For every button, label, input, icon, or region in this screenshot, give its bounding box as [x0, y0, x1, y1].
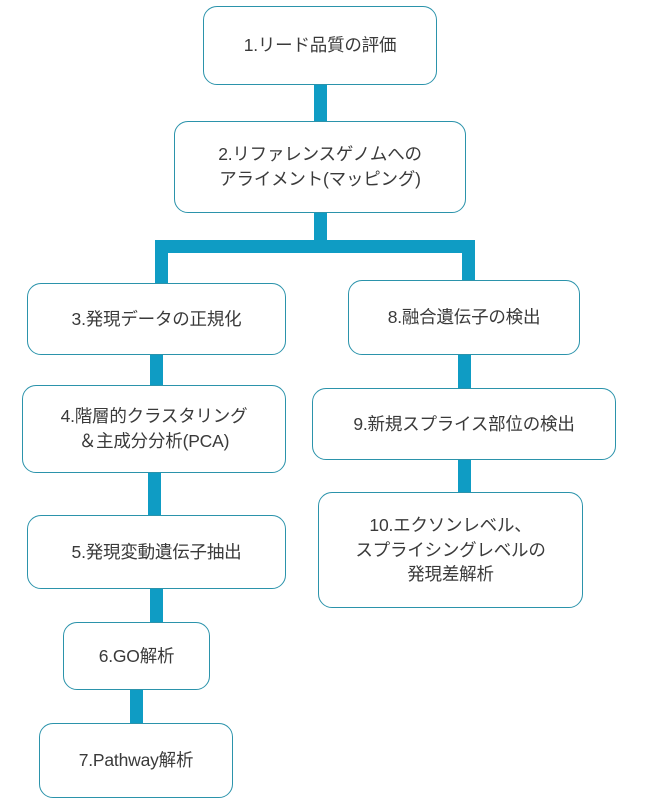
- flow-node-label: 3.発現データの正規化: [36, 307, 277, 332]
- flow-node-go-analysis[interactable]: 6.GO解析: [63, 622, 210, 690]
- flow-node-label-line: 8.融合遺伝子の検出: [387, 307, 541, 328]
- flow-node-label-line: アライメント(マッピング): [219, 169, 421, 189]
- flow-node-pathway-analysis[interactable]: 7.Pathway解析: [39, 723, 233, 798]
- flow-node-label: 9.新規スプライス部位の検出: [321, 412, 607, 437]
- flow-node-fusion-gene-detection[interactable]: 8.融合遺伝子の検出: [348, 280, 580, 355]
- connector-2-down-trunk: [314, 211, 327, 243]
- flow-node-label-line: 6.GO解析: [98, 645, 175, 666]
- connector-5-to-6: [150, 587, 163, 625]
- connector-4-to-5: [148, 471, 161, 518]
- flow-node-label: 8.融合遺伝子の検出: [357, 305, 571, 330]
- connector-branch-bar: [155, 240, 475, 253]
- flow-node-label: 10.エクソンレベル、スプライシングレベルの発現差解析: [327, 513, 574, 588]
- flow-node-label-line: 7.Pathway解析: [78, 750, 194, 771]
- connector-9-to-10: [458, 458, 471, 495]
- flow-node-label: 5.発現変動遺伝子抽出: [36, 540, 277, 565]
- flow-node-label: 2.リファレンスゲノムへのアライメント(マッピング): [183, 142, 457, 192]
- connector-8-to-9: [458, 353, 471, 391]
- flow-node-label-line: 3.発現データの正規化: [71, 308, 242, 329]
- flow-node-label: 4.階層的クラスタリング ＆主成分分析(PCA): [31, 404, 277, 454]
- connector-6-to-7: [130, 688, 143, 726]
- flow-node-label-line: 9.新規スプライス部位の検出: [353, 413, 575, 434]
- flow-node-read-quality-assessment[interactable]: 1.リード品質の評価: [203, 6, 437, 85]
- flow-node-reference-genome-alignment[interactable]: 2.リファレンスゲノムへのアライメント(マッピング): [174, 121, 466, 213]
- connector-1-to-2: [314, 84, 327, 124]
- flow-node-label-line: ＆主成分分析(PCA): [78, 431, 230, 451]
- flow-node-label-line: スプライシングレベルの: [355, 539, 546, 560]
- flow-node-novel-splice-site-detection[interactable]: 9.新規スプライス部位の検出: [312, 388, 616, 460]
- flow-node-label-line: 発現差解析: [407, 564, 494, 585]
- flow-node-label-line: 1.リード品質の評価: [243, 35, 397, 56]
- flow-node-label: 1.リード品質の評価: [212, 33, 428, 58]
- flow-node-label-line: 4.階層的クラスタリング: [60, 406, 248, 427]
- connector-branch-left: [155, 240, 168, 286]
- flow-node-differentially-expressed-genes[interactable]: 5.発現変動遺伝子抽出: [27, 515, 286, 589]
- flow-node-label-line: 10.エクソンレベル、: [369, 514, 532, 535]
- flow-node-label-line: 5.発現変動遺伝子抽出: [71, 541, 242, 562]
- flow-node-label: 6.GO解析: [72, 644, 201, 669]
- connector-branch-right: [462, 240, 475, 283]
- flow-node-exon-splicing-differential-expression[interactable]: 10.エクソンレベル、スプライシングレベルの発現差解析: [318, 492, 583, 608]
- flow-node-label-line: 2.リファレンスゲノムへの: [218, 144, 422, 165]
- flow-node-label: 7.Pathway解析: [48, 748, 224, 773]
- flow-node-hierarchical-clustering-pca[interactable]: 4.階層的クラスタリング ＆主成分分析(PCA): [22, 385, 286, 473]
- flow-node-expression-data-normalization[interactable]: 3.発現データの正規化: [27, 283, 286, 355]
- connector-3-to-4: [150, 353, 163, 388]
